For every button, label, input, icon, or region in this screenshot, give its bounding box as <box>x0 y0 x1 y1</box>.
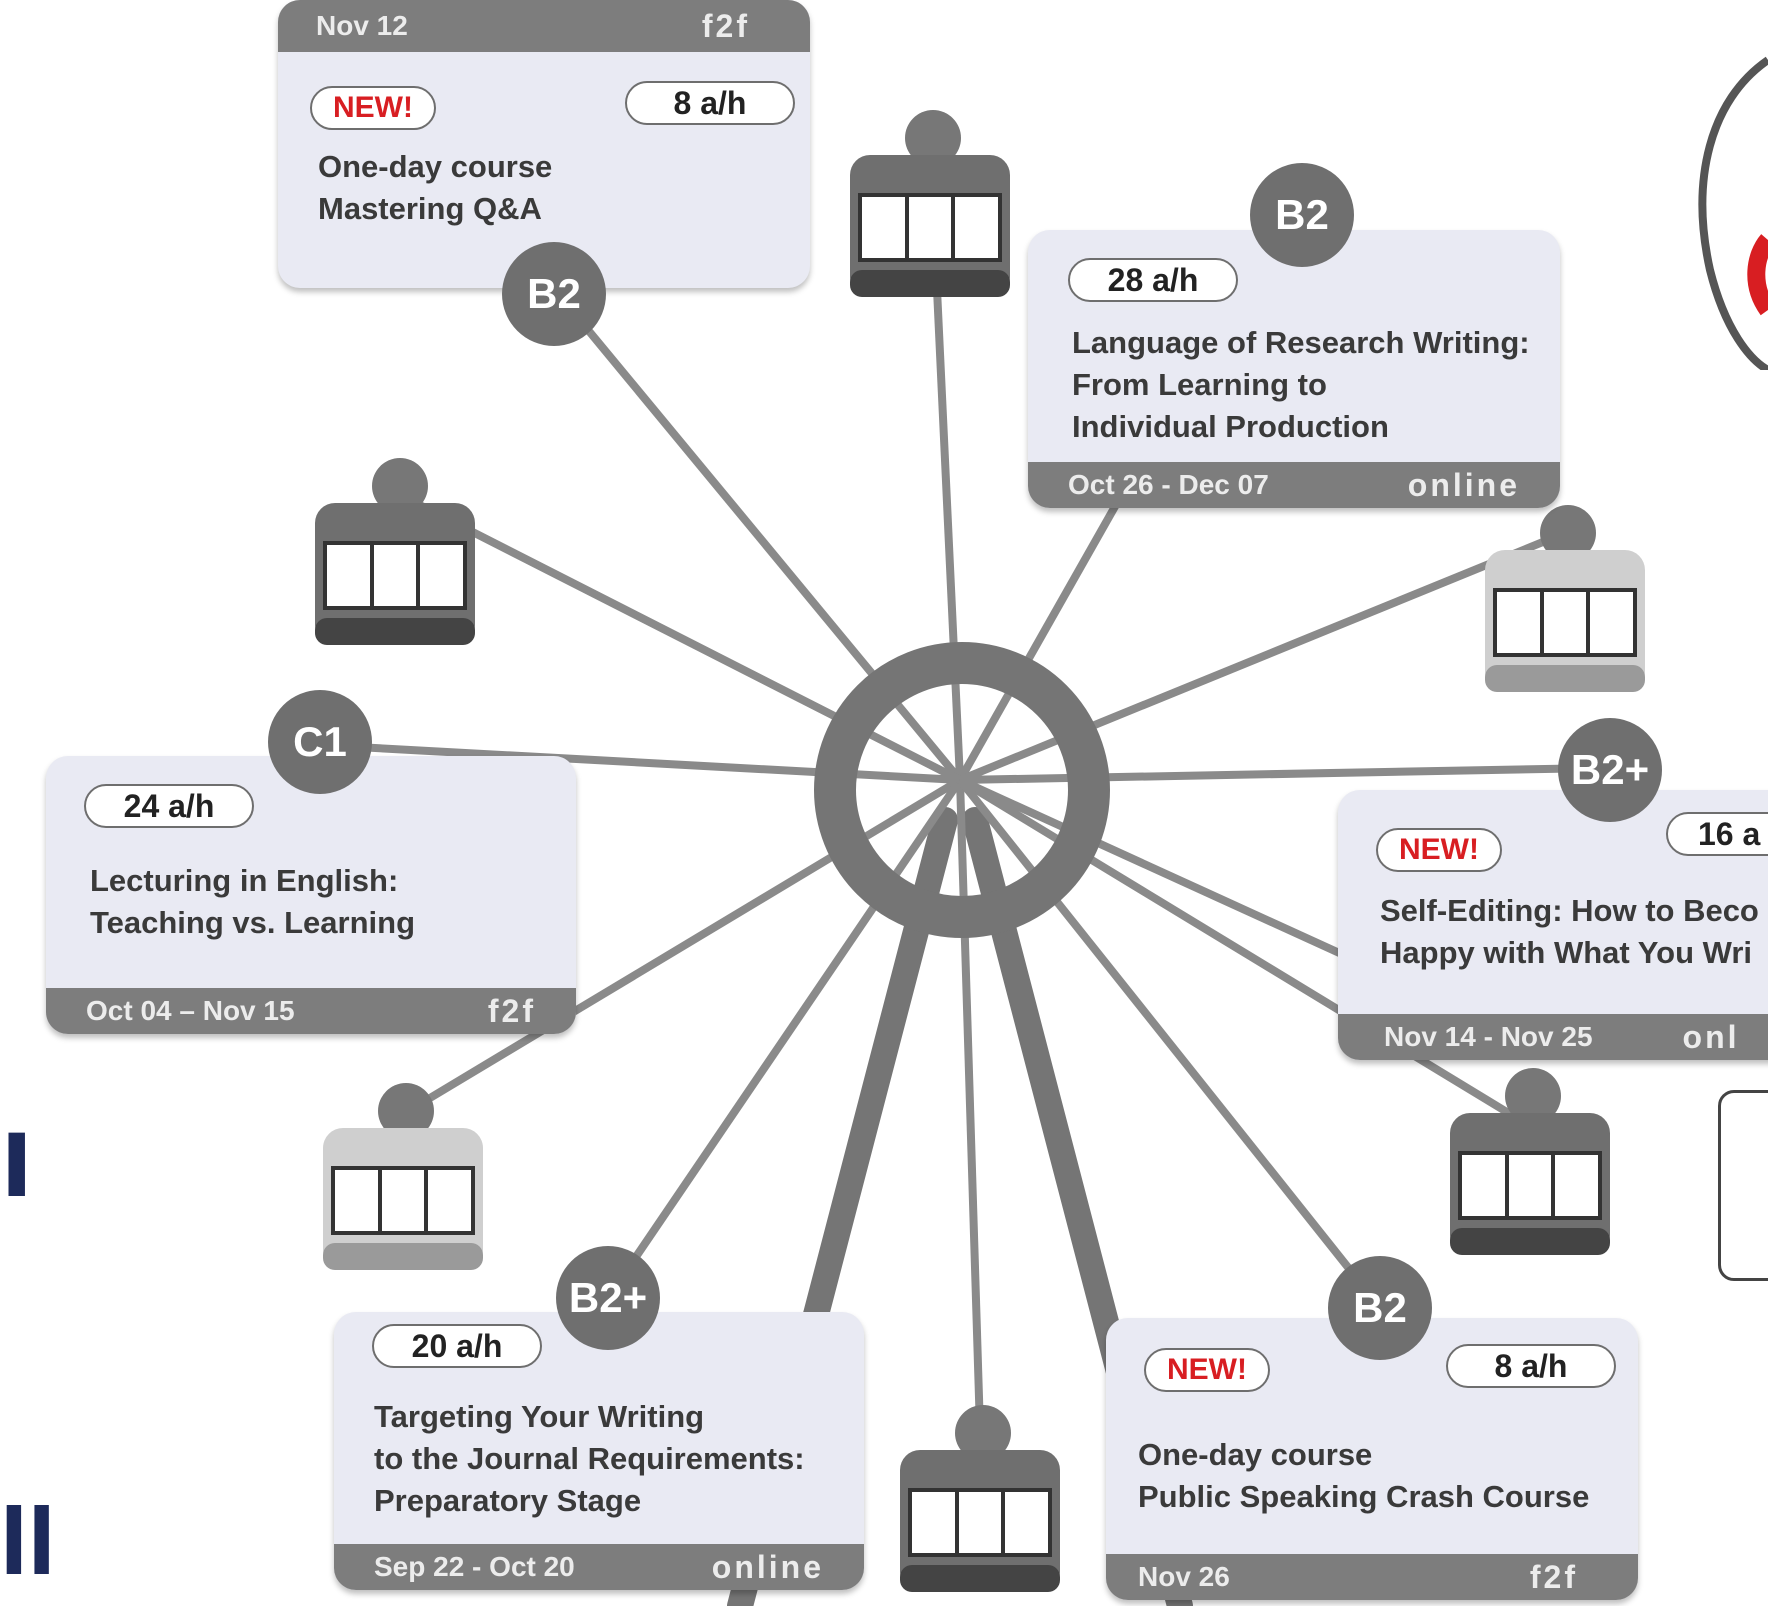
course-footer: Nov 14 - Nov 25 onl <box>1338 1014 1768 1060</box>
course-date: Sep 22 - Oct 20 <box>374 1551 575 1582</box>
course-footer: Sep 22 - Oct 20 online <box>334 1544 864 1590</box>
level-badge: B2 <box>1250 163 1354 267</box>
course-title: Self-Editing: How to Beco Happy with Wha… <box>1380 893 1759 970</box>
gondola-lower-right <box>1450 1068 1610 1255</box>
course-footer: Oct 04 – Nov 15 f2f <box>46 988 576 1034</box>
gondola-lower-left <box>323 1083 483 1270</box>
level-badge: B2+ <box>556 1246 660 1350</box>
wheel-hub <box>814 642 1110 938</box>
gondola-upper-right <box>1485 505 1645 692</box>
course-title: One-day course Public Speaking Crash Cou… <box>1138 1437 1590 1514</box>
hours-badge: 8 a/h <box>625 81 795 125</box>
course-card-self-editing[interactable]: NEW! 16 a Self-Editing: How to Beco Happ… <box>1338 790 1768 1060</box>
course-mode: f2f <box>701 7 750 44</box>
hours-badge: 20 a/h <box>372 1324 542 1368</box>
course-title: Language of Research Writing: From Learn… <box>1072 325 1530 444</box>
course-title: Targeting Your Writing to the Journal Re… <box>374 1399 805 1518</box>
level-badge: B2 <box>1328 1256 1432 1360</box>
course-title: One-day course Mastering Q&A <box>318 149 553 226</box>
course-card-public-speaking[interactable]: NEW! 8 a/h One-day course Public Speakin… <box>1106 1318 1638 1600</box>
level-badge: B2+ <box>1558 718 1662 822</box>
new-badge: NEW! <box>1144 1348 1270 1392</box>
course-date: Nov 26 <box>1138 1561 1230 1592</box>
left-fragment-1: ı <box>0 1088 34 1222</box>
course-title: Lecturing in English: Teaching vs. Learn… <box>90 863 416 940</box>
course-card-targeting-writing[interactable]: 20 a/h Targeting Your Writing to the Jou… <box>334 1312 864 1590</box>
course-date: Oct 26 - Dec 07 <box>1068 469 1269 500</box>
course-footer: Nov 26 f2f <box>1106 1554 1638 1600</box>
gondola-upper-left <box>315 458 475 645</box>
partial-logo-shape <box>1698 56 1768 370</box>
course-footer: Nov 12 f2f <box>278 0 810 52</box>
gondola-top <box>850 110 1010 297</box>
course-card-lecturing[interactable]: 24 a/h Lecturing in English: Teaching vs… <box>46 756 576 1034</box>
hours-badge: 24 a/h <box>84 784 254 828</box>
new-badge: NEW! <box>1376 828 1502 872</box>
hours-badge: 28 a/h <box>1068 258 1238 302</box>
gondola-bottom <box>900 1405 1060 1592</box>
course-card-research-writing[interactable]: 28 a/h Language of Research Writing: Fro… <box>1028 230 1560 508</box>
course-footer: Oct 26 - Dec 07 online <box>1028 462 1560 508</box>
course-date: Nov 12 <box>316 10 408 41</box>
hours-badge: 8 a/h <box>1446 1344 1616 1388</box>
course-mode: online <box>1407 466 1520 503</box>
course-date: Nov 14 - Nov 25 <box>1384 1021 1593 1052</box>
partial-right-box <box>1718 1090 1768 1281</box>
level-badge: B2 <box>502 242 606 346</box>
course-card-mastering-qa[interactable]: Nov 12 f2f NEW! 8 a/h One-day course Mas… <box>278 0 810 288</box>
level-badge: C1 <box>268 690 372 794</box>
course-mode: onl <box>1682 1018 1740 1055</box>
course-mode: f2f <box>487 992 536 1029</box>
course-date: Oct 04 – Nov 15 <box>86 995 295 1026</box>
new-badge: NEW! <box>310 86 436 130</box>
hours-badge: 16 a <box>1666 812 1768 856</box>
course-mode: f2f <box>1529 1558 1578 1595</box>
course-mode: online <box>711 1548 824 1585</box>
left-fragment-2: II <box>0 1484 56 1596</box>
